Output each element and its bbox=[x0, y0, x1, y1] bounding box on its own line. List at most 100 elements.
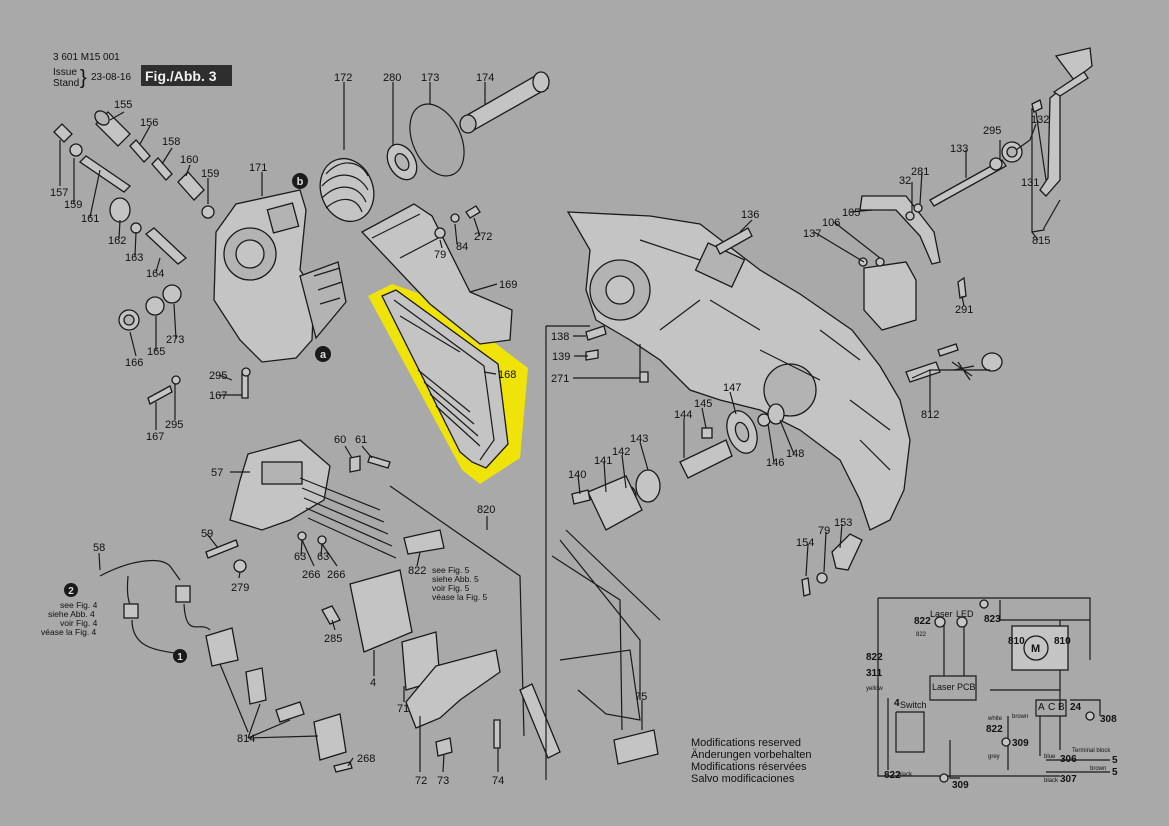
wiring-motor: M bbox=[1031, 643, 1040, 655]
part-139 bbox=[585, 349, 599, 361]
part-79-b bbox=[816, 572, 828, 584]
see-fig-4: see Fig. 4 siehe Abb. 4 voir Fig. 4 véas… bbox=[41, 600, 98, 637]
part-131 bbox=[1031, 99, 1043, 113]
callout-162: 162 bbox=[108, 235, 126, 247]
wiring-822a: 822 bbox=[914, 616, 931, 627]
callout-148: 148 bbox=[786, 448, 804, 460]
callout-142: 142 bbox=[612, 446, 630, 458]
part-280 bbox=[386, 143, 418, 181]
callout-268: 268 bbox=[357, 753, 375, 765]
wiring-311: 311 bbox=[866, 668, 883, 679]
callout-295a: 295 bbox=[209, 370, 227, 382]
part-164 bbox=[144, 227, 188, 265]
part-163 bbox=[130, 222, 142, 234]
wiring-black-2: black bbox=[1044, 778, 1059, 784]
part-169-detail bbox=[371, 213, 443, 259]
callout-158: 158 bbox=[162, 136, 180, 148]
part-279 bbox=[233, 559, 247, 573]
callout-106: 106 bbox=[822, 217, 840, 229]
callout-160: 160 bbox=[180, 154, 198, 166]
part-171 bbox=[213, 189, 347, 363]
wiring-5b: 5 bbox=[1112, 767, 1118, 778]
callout-153: 153 bbox=[834, 517, 852, 529]
part-165 bbox=[145, 296, 165, 316]
part-159-a bbox=[201, 205, 215, 219]
wiring-823: 823 bbox=[984, 614, 1001, 625]
callout-84: 84 bbox=[456, 241, 468, 253]
callout-63a: 63 bbox=[294, 551, 306, 563]
wiring-diagram bbox=[877, 597, 1110, 783]
part-143 bbox=[635, 469, 661, 503]
callout-285: 285 bbox=[324, 633, 342, 645]
callout-820: 820 bbox=[477, 504, 495, 516]
part-814-knob bbox=[245, 667, 267, 705]
part-155 bbox=[94, 110, 131, 147]
callout-165: 165 bbox=[147, 346, 165, 358]
callout-272: 272 bbox=[474, 231, 492, 243]
fig4-line-4: véase la Fig. 4 bbox=[41, 627, 97, 637]
wiring-810b: 810 bbox=[1054, 636, 1071, 647]
part-161 bbox=[78, 155, 132, 193]
callout-71: 71 bbox=[397, 703, 409, 715]
wiring-black-1: black bbox=[898, 772, 913, 778]
callout-155: 155 bbox=[114, 99, 132, 111]
part-268 bbox=[333, 761, 353, 773]
callout-133: 133 bbox=[950, 143, 968, 155]
part-59 bbox=[205, 539, 239, 559]
callout-273: 273 bbox=[166, 334, 184, 346]
callout-295c: 295 bbox=[983, 125, 1001, 137]
fig4-line-3: voir Fig. 4 bbox=[60, 618, 98, 628]
part-814-block bbox=[313, 713, 347, 761]
part-168 bbox=[381, 289, 509, 469]
callout-146: 146 bbox=[766, 457, 784, 469]
part-148 bbox=[767, 403, 785, 425]
part-136 bbox=[715, 227, 753, 255]
part-154 bbox=[801, 577, 811, 597]
figure-label-box bbox=[141, 65, 232, 86]
callout-145: 145 bbox=[694, 398, 712, 410]
part-63-a bbox=[297, 531, 307, 541]
wiring-309a: 309 bbox=[1012, 738, 1029, 749]
part-814-switch bbox=[205, 627, 239, 667]
notice-fr: Modifications réservées bbox=[691, 761, 807, 773]
callout-266b: 266 bbox=[327, 569, 345, 581]
callout-57: 57 bbox=[211, 467, 223, 479]
callout-63b: 63 bbox=[317, 551, 329, 563]
marker-a-label: a bbox=[320, 349, 327, 361]
wiring-b: B bbox=[1058, 702, 1065, 713]
part-822 bbox=[403, 529, 445, 555]
part-812-spring bbox=[951, 361, 975, 381]
callout-59: 59 bbox=[201, 528, 213, 540]
callout-295b: 295 bbox=[165, 419, 183, 431]
wiring-24: 24 bbox=[1070, 702, 1082, 713]
wiring-blue: blue bbox=[1044, 754, 1056, 760]
part-271 bbox=[639, 371, 649, 383]
wiring-labels: Laser LED M Laser PCB Switch A C B Termi… bbox=[866, 609, 1118, 791]
part-4 bbox=[349, 569, 413, 653]
part-79 bbox=[434, 227, 446, 239]
part-58 bbox=[99, 559, 211, 655]
part-105 bbox=[859, 195, 941, 265]
part-295-a bbox=[171, 375, 181, 385]
part-132 bbox=[1001, 141, 1023, 163]
callout-60: 60 bbox=[334, 434, 346, 446]
callout-163: 163 bbox=[125, 252, 143, 264]
part-291 bbox=[957, 276, 967, 299]
callout-141: 141 bbox=[594, 455, 612, 467]
part-272 bbox=[465, 205, 481, 219]
wiring-laser: Laser bbox=[930, 609, 953, 619]
wiring-309b: 309 bbox=[952, 780, 969, 791]
fig5-line-4: véase la Fig. 5 bbox=[432, 592, 488, 602]
issue-label: Issue bbox=[53, 67, 77, 78]
part-295-c bbox=[989, 157, 1003, 171]
part-295-b bbox=[241, 367, 251, 377]
part-820-latch bbox=[519, 683, 561, 759]
wiring-brown-1: brown bbox=[1012, 714, 1028, 720]
part-174 bbox=[459, 71, 550, 134]
part-166 bbox=[118, 309, 140, 331]
wiring-308: 308 bbox=[1100, 714, 1117, 725]
callout-822: 822 bbox=[408, 565, 426, 577]
callout-157: 157 bbox=[50, 187, 68, 199]
part-281 bbox=[913, 203, 923, 213]
part-57 bbox=[229, 439, 397, 559]
